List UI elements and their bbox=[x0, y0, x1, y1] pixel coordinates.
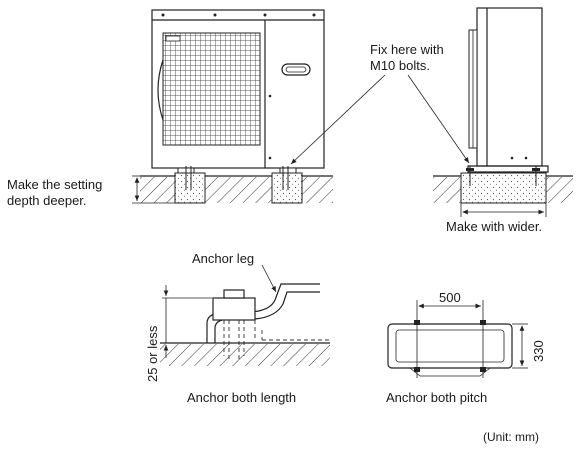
dimension-500-label: 500 bbox=[439, 290, 461, 305]
anchor-leg-label: Anchor leg bbox=[192, 251, 254, 266]
outdoor-unit-side-view bbox=[467, 7, 549, 173]
side-ground bbox=[433, 166, 573, 204]
outdoor-unit-front-view bbox=[151, 9, 325, 174]
fix-note-line1: Fix here with bbox=[370, 42, 444, 57]
caption-anchor-length: Anchor both length bbox=[187, 390, 296, 405]
front-ground bbox=[140, 166, 333, 204]
unit-note: (Unit: mm) bbox=[483, 430, 539, 444]
depth-note-line1: Make the setting bbox=[7, 177, 102, 192]
fix-note-line2: M10 bolts. bbox=[370, 58, 430, 73]
dimension-330-label: 330 bbox=[531, 340, 546, 362]
setting-depth-dimension bbox=[132, 175, 175, 204]
caption-anchor-pitch: Anchor both pitch bbox=[386, 390, 487, 405]
wider-note: Make with wider. bbox=[446, 219, 542, 234]
depth-note-line2: depth deeper. bbox=[7, 193, 87, 208]
dimension-25 bbox=[162, 285, 212, 358]
fix-leader-lines bbox=[290, 74, 470, 165]
wider-dimension bbox=[460, 203, 547, 217]
anchor-leg-detail bbox=[160, 264, 330, 366]
dimension-25-label: 25 or less bbox=[145, 325, 160, 382]
anchor-pitch-detail bbox=[387, 300, 528, 378]
